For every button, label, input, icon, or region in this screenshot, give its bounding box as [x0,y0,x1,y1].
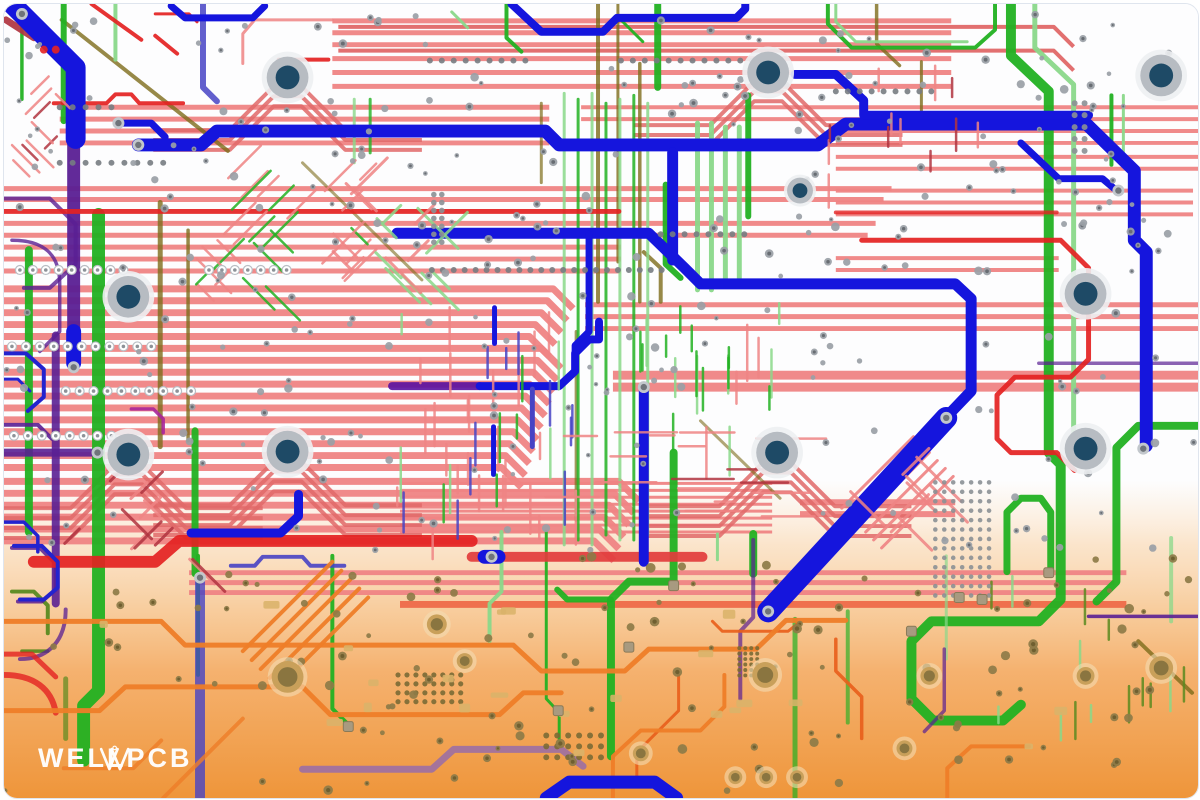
wellpcb-logo-text: WELLPCB [38,743,193,773]
pcb-layout-image: WELLPCB [3,3,1199,799]
pcb-routing-canvas [4,4,1198,798]
wellpcb-logo-icon [99,745,130,771]
wellpcb-watermark: WELLPCB [38,745,192,772]
